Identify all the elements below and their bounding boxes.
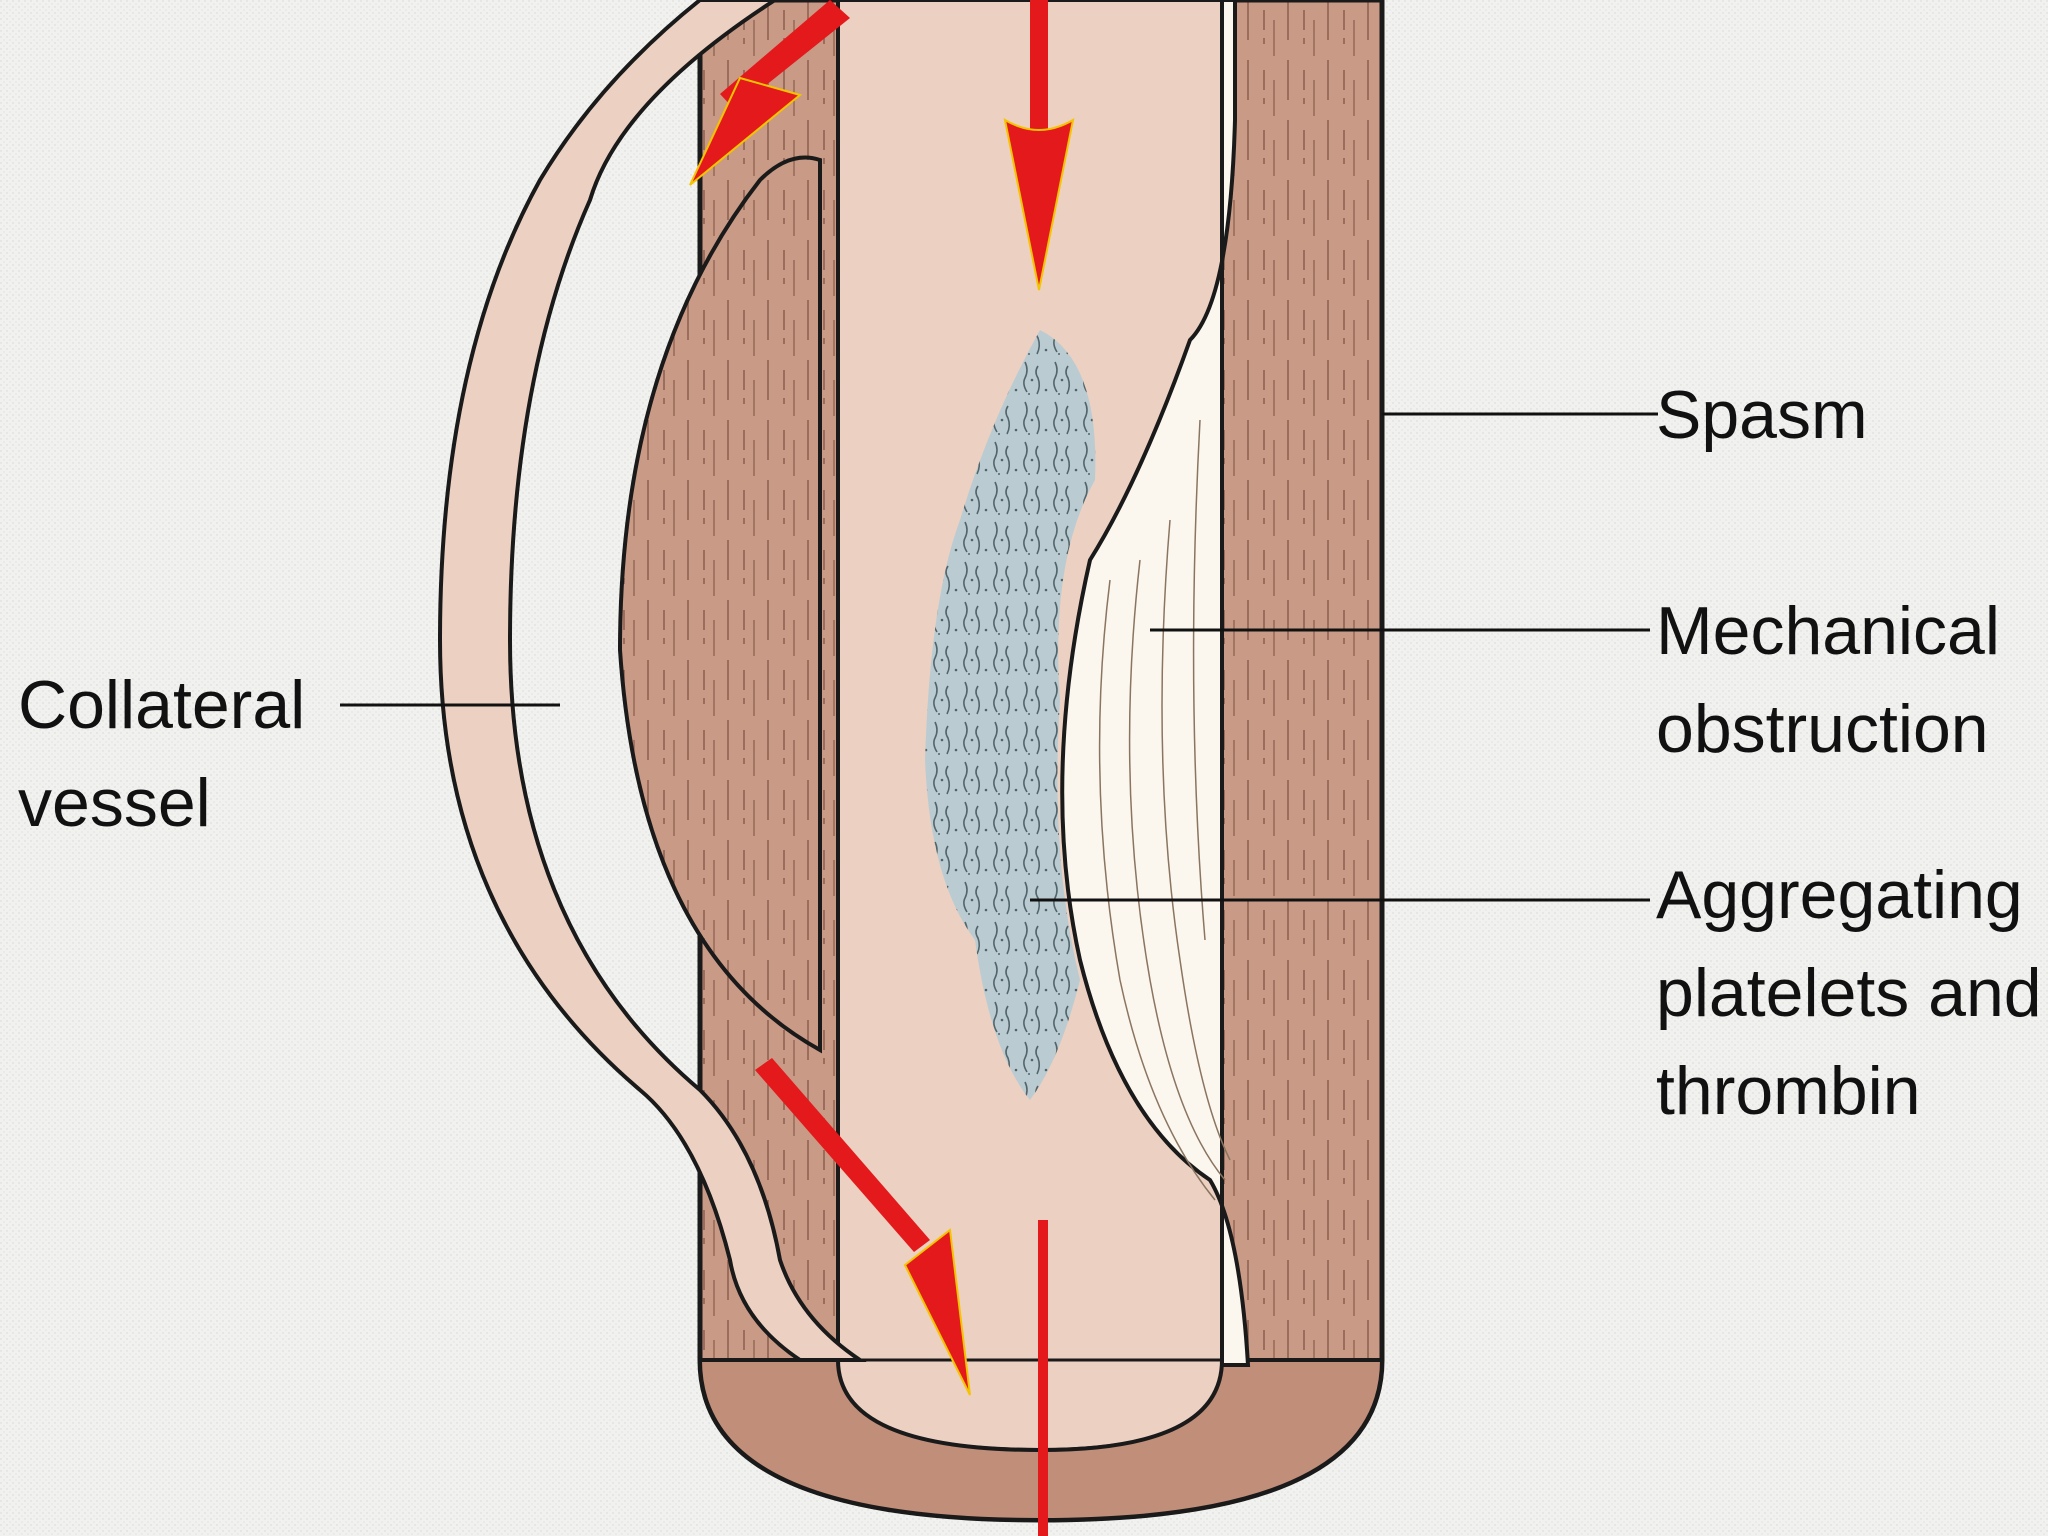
- red-arrow-icon: [755, 1058, 971, 1396]
- collateral-vessel-outer: [437, 0, 867, 1362]
- leader-lines: [340, 412, 1658, 902]
- aggregating-platelets: [925, 330, 1096, 1100]
- spasm-label: Spasm: [1656, 377, 1868, 453]
- aggregating-label-line2: platelets and: [1656, 955, 2042, 1031]
- flow-arrows: [689, 0, 1075, 1536]
- aggregating-label-line3: thrombin: [1656, 1053, 1921, 1129]
- collateral-vessel: [437, 0, 867, 1362]
- aggregating-label-line1: Aggregating: [1656, 857, 2023, 933]
- red-flow-line: [1038, 1220, 1048, 1536]
- mechanical-label-line2: obstruction: [1656, 691, 1989, 767]
- artery-open-end: [697, 1358, 1385, 1523]
- collateral-label-line1: Collateral: [18, 667, 305, 743]
- mechanical-obstruction-plaque: [1060, 0, 1251, 1367]
- red-arrow-icon: [1003, 0, 1075, 291]
- collateral-label-line2: vessel: [18, 765, 211, 841]
- mechanical-label-line1: Mechanical: [1656, 593, 2000, 669]
- plaque-striations: [1098, 419, 1231, 1201]
- collateral-window: [617, 155, 822, 1054]
- red-arrow-icon: [689, 0, 850, 186]
